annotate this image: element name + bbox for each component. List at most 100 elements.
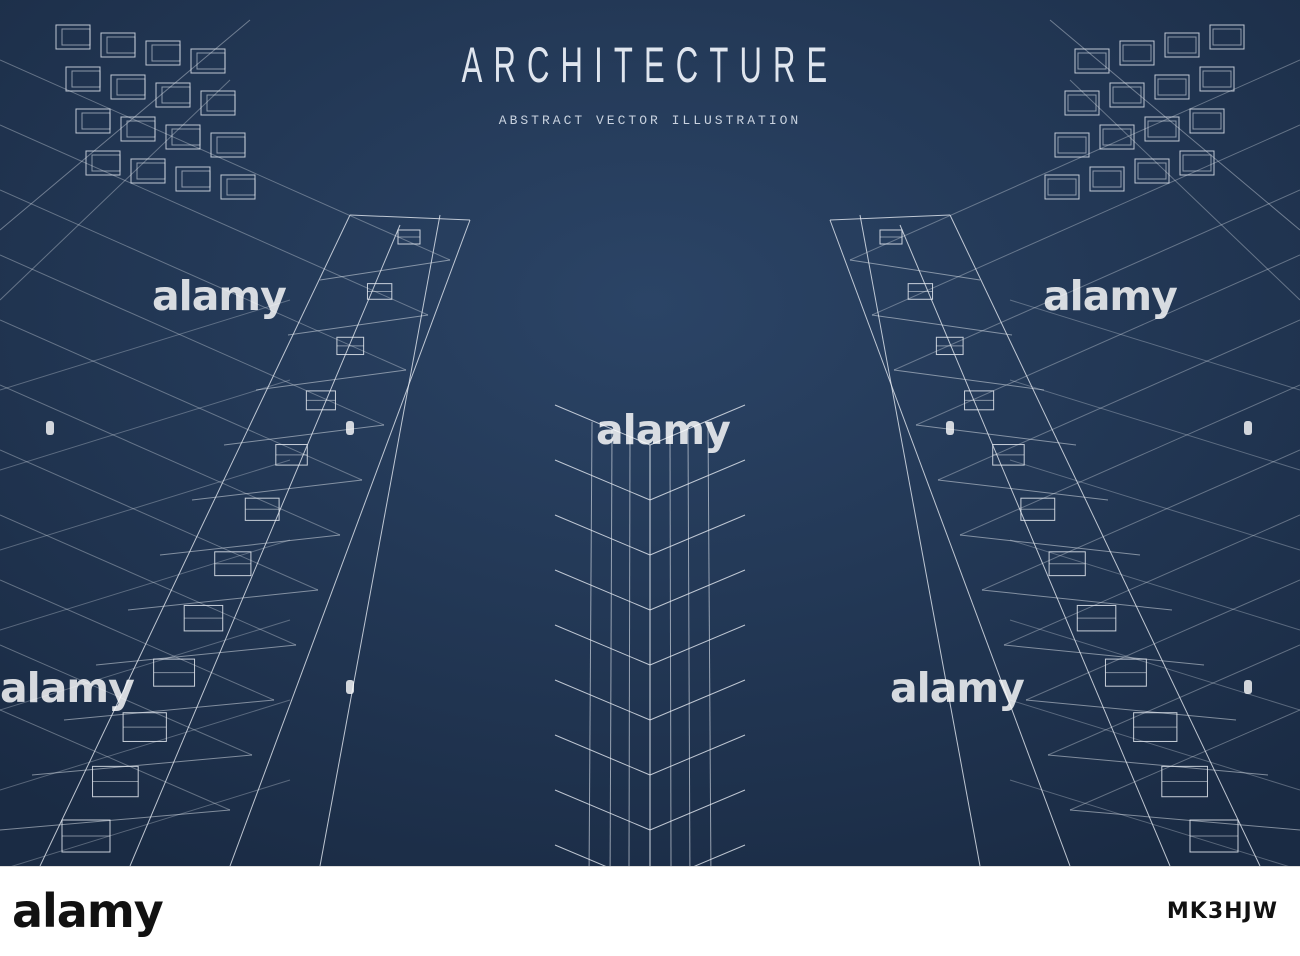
wire-line <box>949 214 1261 866</box>
watermark-mark <box>346 421 354 435</box>
wire-line <box>609 429 613 866</box>
wire-line <box>1047 754 1269 776</box>
wire-line <box>829 214 951 221</box>
wire-line <box>554 734 651 776</box>
wire-window <box>1102 128 1132 146</box>
wire-window <box>1092 170 1122 188</box>
wire-line <box>63 699 275 721</box>
wire-line <box>95 644 297 666</box>
wire-window <box>206 94 236 112</box>
wire-window <box>1209 24 1245 50</box>
wire-line <box>1009 699 1300 791</box>
wire-window <box>106 36 136 54</box>
wire-line <box>915 254 1300 426</box>
wire-line <box>554 404 651 446</box>
wire-line <box>223 424 385 446</box>
wire-window <box>1189 108 1225 134</box>
wire-window <box>1202 70 1232 88</box>
wire-line <box>0 189 407 371</box>
wire-line <box>981 589 1173 611</box>
wire-window <box>181 170 211 188</box>
wire-line <box>893 369 1045 391</box>
wire-window <box>1099 124 1135 150</box>
wire-line <box>1049 19 1300 231</box>
footer-bar: alamy MK3HJW <box>0 866 1300 956</box>
watermark-mark <box>46 421 54 435</box>
wire-line <box>0 699 291 791</box>
wire-window <box>226 178 256 196</box>
watermark: alamy <box>890 664 1025 712</box>
wire-line <box>959 384 1300 536</box>
wire-window <box>116 78 146 96</box>
wire-line <box>649 569 746 611</box>
wire-line <box>1047 644 1300 756</box>
watermark: alamy <box>596 406 731 454</box>
wire-line <box>0 514 297 646</box>
divider <box>0 866 1300 867</box>
wire-line <box>0 579 275 701</box>
wire-window <box>1054 132 1090 158</box>
wire-line <box>1009 779 1289 866</box>
wire-line <box>554 844 607 866</box>
wire-line <box>1009 299 1300 391</box>
wire-window <box>1192 112 1222 130</box>
wire-window <box>126 120 156 138</box>
wire-window <box>81 112 111 130</box>
wire-line <box>707 421 712 866</box>
wire-window <box>1077 52 1107 70</box>
wire-line <box>959 534 1141 556</box>
wire-line <box>0 709 231 811</box>
wire-line <box>554 789 651 831</box>
page-title: ARCHITECTURE <box>461 37 839 93</box>
wire-window <box>171 128 201 146</box>
wire-window <box>1137 162 1167 180</box>
wire-window <box>136 162 166 180</box>
wire-line <box>687 429 691 866</box>
watermark-mark <box>1244 421 1252 435</box>
wire-window <box>1167 36 1197 54</box>
wire-line <box>0 19 251 231</box>
wire-line <box>849 259 981 281</box>
wire-line <box>0 124 429 316</box>
wire-line <box>588 421 593 866</box>
wire-window <box>1119 40 1155 66</box>
wire-window <box>91 154 121 172</box>
wire-line <box>0 79 231 301</box>
wire-window <box>71 70 101 88</box>
wire-line <box>0 384 341 536</box>
wire-window <box>1147 120 1177 138</box>
wire-window <box>1212 28 1242 46</box>
wire-line <box>1009 379 1300 471</box>
wire-line <box>649 734 746 776</box>
footer-logo: alamy <box>12 884 164 938</box>
wire-line <box>0 319 363 481</box>
wire-line <box>649 624 746 666</box>
wire-window <box>1154 74 1190 100</box>
wire-line <box>159 534 341 556</box>
wire-line <box>937 319 1300 481</box>
wire-line <box>1009 539 1300 631</box>
wire-line <box>899 224 1171 866</box>
wire-line <box>129 224 401 866</box>
wire-line <box>554 459 651 501</box>
wire-line <box>0 299 291 391</box>
page-subtitle: ABSTRACT VECTOR ILLUSTRATION <box>498 113 802 128</box>
wire-line <box>11 779 291 866</box>
wire-window <box>1109 82 1145 108</box>
wire-window <box>1122 44 1152 62</box>
wire-line <box>0 619 291 711</box>
wire-window <box>151 44 181 62</box>
wire-line <box>915 424 1077 446</box>
wire-line <box>1003 514 1300 646</box>
wire-line <box>1009 459 1300 551</box>
wire-line <box>255 369 407 391</box>
wire-line <box>649 679 746 721</box>
wire-line <box>649 404 746 446</box>
wire-window <box>1067 94 1097 112</box>
image-id: MK3HJW <box>1166 899 1278 924</box>
wire-window <box>1089 166 1125 192</box>
wire-line <box>0 809 231 831</box>
wire-window <box>196 52 226 70</box>
wire-line <box>0 59 451 261</box>
wire-line <box>31 754 253 776</box>
